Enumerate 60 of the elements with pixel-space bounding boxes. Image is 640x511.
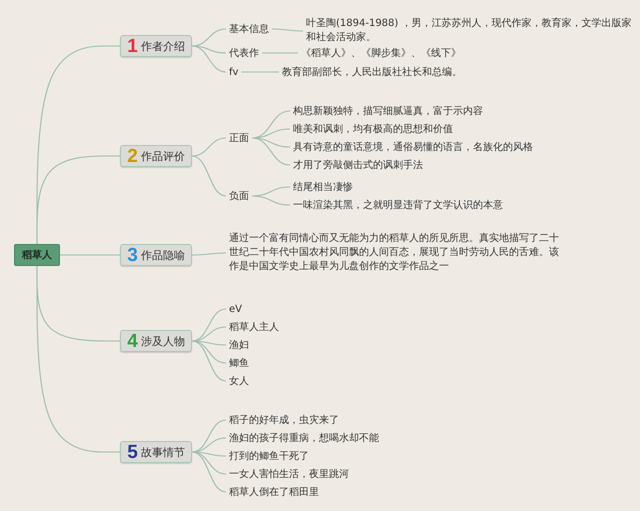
branch-line — [192, 340, 226, 382]
branch-line — [272, 28, 303, 32]
topic-card — [120, 244, 192, 266]
topic-number: 3 — [127, 246, 138, 264]
detail-text: 构思新颖独特，描写细腻逼真，富于示内容 — [290, 104, 486, 118]
branch-label: 正面 — [226, 132, 252, 144]
branch-line — [192, 340, 226, 364]
topic-number: 5 — [127, 442, 138, 462]
branch-line — [192, 451, 226, 493]
topic-title: 作品评价 — [140, 150, 185, 162]
topic-card — [120, 145, 192, 167]
detail-text: 渔妇的孩子得重病，想喝水却不能 — [226, 432, 382, 444]
detail-text: 结尾相当凄惨 — [290, 180, 356, 194]
branch-label: 负面 — [226, 190, 252, 202]
detail-text: eV — [226, 302, 245, 316]
topic-card — [120, 35, 192, 57]
branch-line — [36, 266, 120, 453]
branch-line — [252, 137, 290, 166]
branch-line — [192, 137, 226, 157]
branch-line — [192, 451, 226, 475]
detail-text: 教育部副部长，人民出版社社长和总编。 — [279, 66, 465, 78]
branch-line — [192, 155, 226, 197]
root-topic: 稻草人 — [14, 244, 60, 266]
detail-text: 一女人害怕生活，夜里跳河 — [226, 468, 352, 480]
topic-card — [120, 330, 192, 352]
topic-number: 4 — [127, 332, 138, 350]
detail-text: 《稻草人》、《脚步集》、《线下》 — [298, 46, 464, 60]
detail-text: 打到的鲫鱼干死了 — [226, 450, 312, 462]
branch-line — [36, 155, 120, 244]
topic-title: 作者介绍 — [140, 40, 185, 52]
branch-label: 基本信息 — [226, 22, 272, 36]
topic-title: 涉及人物 — [140, 334, 185, 348]
topic-number: 1 — [127, 36, 138, 56]
branch-label: fv — [226, 66, 242, 78]
detail-text: 鲫鱼 — [226, 356, 252, 370]
detail-text: 稻草人主人 — [226, 320, 282, 334]
detail-text: 稻子的好年成，虫灾来了 — [226, 414, 342, 426]
detail-text: 渔妇 — [226, 338, 252, 352]
description-text: 叶圣陶(1894-1988) ，男，江苏苏州人，现代作家，教育家，文学出版家和社会活动家。 — [303, 17, 637, 45]
branch-line — [192, 45, 226, 73]
detail-text: 一味渲染其黑，之就明显违背了文学认识的本意 — [290, 198, 506, 212]
detail-text: 唯美和讽刺，均有极高的思想和价值 — [290, 122, 456, 136]
description-text: 通过一个富有同情心而又无能为力的稻草人的所见所思。真实地描写了二十世纪二十年代中国农村风同飘的人间百态，展现了当时劳动人民的舌难。该作是中国文学史上最早为儿盘创作的文学作品之一 — [226, 232, 562, 274]
branch-line — [192, 252, 226, 256]
branch-line — [241, 71, 279, 73]
detail-text: 稻草人倒在了稻田里 — [226, 486, 322, 498]
detail-text: 具有诗意的童话意境，通俗易懂的语言，名族化的风格 — [290, 140, 536, 154]
branch-line — [252, 195, 290, 206]
branch-label: 代表作 — [226, 46, 262, 60]
topic-number: 2 — [127, 146, 138, 166]
detail-text: 才用了旁敲侧击式的讽刺手法 — [290, 158, 426, 172]
branch-line — [252, 110, 290, 139]
topic-card — [120, 441, 192, 463]
branch-line — [192, 419, 226, 453]
branch-line — [192, 308, 226, 342]
branch-line — [60, 254, 120, 256]
topic-title: 故事情节 — [140, 446, 185, 458]
detail-text: 女人 — [226, 374, 252, 388]
branch-line — [262, 52, 298, 54]
topic-title: 作品隐喻 — [140, 248, 185, 262]
